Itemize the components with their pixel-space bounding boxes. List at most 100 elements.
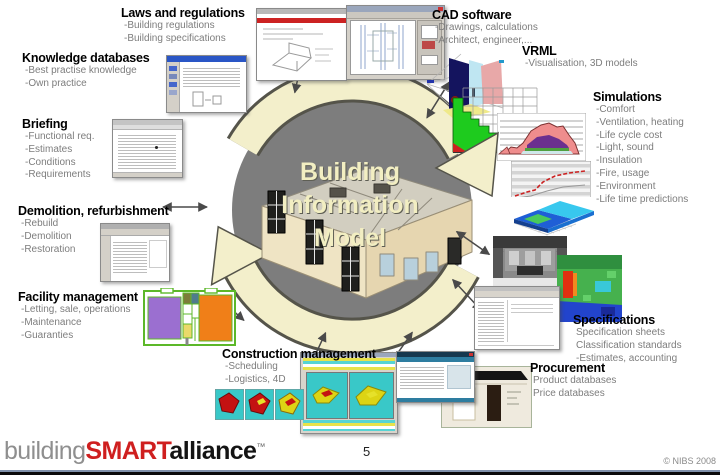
site-header [397,357,474,362]
bim-title-line: Information [281,191,419,219]
section-item: -Light, sound [596,142,654,154]
section-vrml: VRML -Visualisation, 3D models [522,44,638,71]
section-item: Price databases [533,387,605,399]
bim-title-line: Building [300,158,400,186]
slide-bottom-border [0,472,720,475]
toolbar [113,125,182,130]
gantt-rows [303,420,395,431]
cad-screenshot-thumbnail [346,5,445,80]
close-icon [438,7,443,11]
window-titlebar [101,224,169,229]
cycle-arrowhead-left-icon [210,225,272,287]
section-title: Laws and regulations [121,6,245,20]
section-item: -Scheduling [225,361,278,372]
section-item: -Own practice [25,77,87,89]
window-titlebar [113,120,182,125]
side-panel [101,236,111,281]
window-titlebar [397,352,474,357]
close-icon [469,353,473,356]
section-item: -Comfort [596,104,635,115]
drawing-canvas [350,20,416,75]
bim-title-line: Model [313,224,387,252]
section-title: Facility management [18,290,138,304]
section-simulations: Simulations -Comfort -Ventilation, heati… [593,90,688,206]
section-title: Construction management [222,347,376,361]
window-titlebar [167,56,246,62]
cycle-arrow-icon [210,65,480,355]
section-item: -Logistics, 4D [225,373,286,385]
red-banner [257,18,346,23]
document-text [118,133,176,169]
section-item: -Life cycle cost [596,129,663,141]
laws-screenshot-thumbnail [256,8,347,81]
tree-list [478,300,504,342]
detail-text [511,301,553,315]
section-title: Procurement [530,361,605,375]
buildingsmart-alliance-logo: buildingSMARTalliance™ [4,437,265,466]
model-view-panel [349,372,394,419]
section-title: CAD software [432,8,512,22]
building-model-illustration [261,167,473,299]
section-item: -Fire, usage [596,167,650,179]
procurement-web-thumbnail [396,351,475,403]
window-titlebar [257,9,346,14]
section-item: -Estimates, accounting [576,352,678,364]
window-titlebar [347,6,444,12]
section-item: -Letting, sale, operations [21,304,131,315]
simulation-surface-chart-thumbnail [497,113,586,161]
section-title: Briefing [22,117,68,131]
toolbar [475,291,559,298]
section-item: -Building specifications [124,32,226,44]
section-title: Simulations [593,90,662,104]
section-title: Knowledge databases [22,51,150,65]
side-panel [417,20,442,75]
bim-center-label: Building Information Model [240,156,460,255]
construction-4d-tile [215,389,244,420]
copyright-notice: © NIBS 2008 [663,456,716,466]
model-view-panel [306,372,348,419]
logo-smart-text: SMART [85,437,170,465]
interior-render-thumbnail [493,236,567,290]
link-arrow-icon [455,230,491,256]
section-item: -Life time predictions [596,193,689,205]
building-windows [267,183,462,292]
facility-floorplan-thumbnail [143,288,236,346]
page-number: 5 [363,444,371,459]
section-item: -Guaranties [21,329,74,341]
section-construction: Construction management -Scheduling -Log… [222,347,376,387]
section-knowledge: Knowledge databases -Best practise knowl… [22,51,150,91]
section-title: Demolition, refurbishment [18,204,169,218]
section-item: -Demolition [21,230,72,242]
logo-trademark: ™ [256,441,265,452]
page-text [400,365,444,391]
toolbar [101,229,169,236]
specifications-screenshot-thumbnail [474,286,560,350]
logo-building-text: building [4,437,86,465]
section-item: -Estimates [25,143,73,155]
construction-4d-tile [275,389,304,420]
section-item: -Conditions [25,156,76,168]
section-item: -Maintenance [21,316,82,328]
briefing-screenshot-thumbnail [112,119,183,178]
cycle-arrowhead-right-icon [434,131,499,198]
section-item: -Functional req. [25,131,95,142]
section-demolition: Demolition, refurbishment -Rebuild -Demo… [18,204,169,256]
simulation-heatmap-thumbnail [504,197,597,241]
section-item: -Visualisation, 3D models [525,58,638,69]
section-item: -Environment [596,180,656,192]
footer-divider [0,470,720,472]
section-item: -Requirements [25,169,91,181]
section-cad: CAD software -Drawings, calculations -Ar… [432,8,538,48]
simulation-line-chart-thumbnail [511,161,591,200]
section-title: Specifications [573,313,655,327]
section-item: -Insulation [596,155,643,167]
detail-sketch [192,91,222,107]
nav-panel [167,62,180,112]
window-titlebar [475,287,559,291]
toolbar [347,12,444,19]
section-briefing: Briefing -Functional req. -Estimates -Co… [22,117,94,182]
window-titlebar [301,353,397,357]
section-item: Specification sheets [576,327,665,338]
regulation-sketch [263,28,333,72]
